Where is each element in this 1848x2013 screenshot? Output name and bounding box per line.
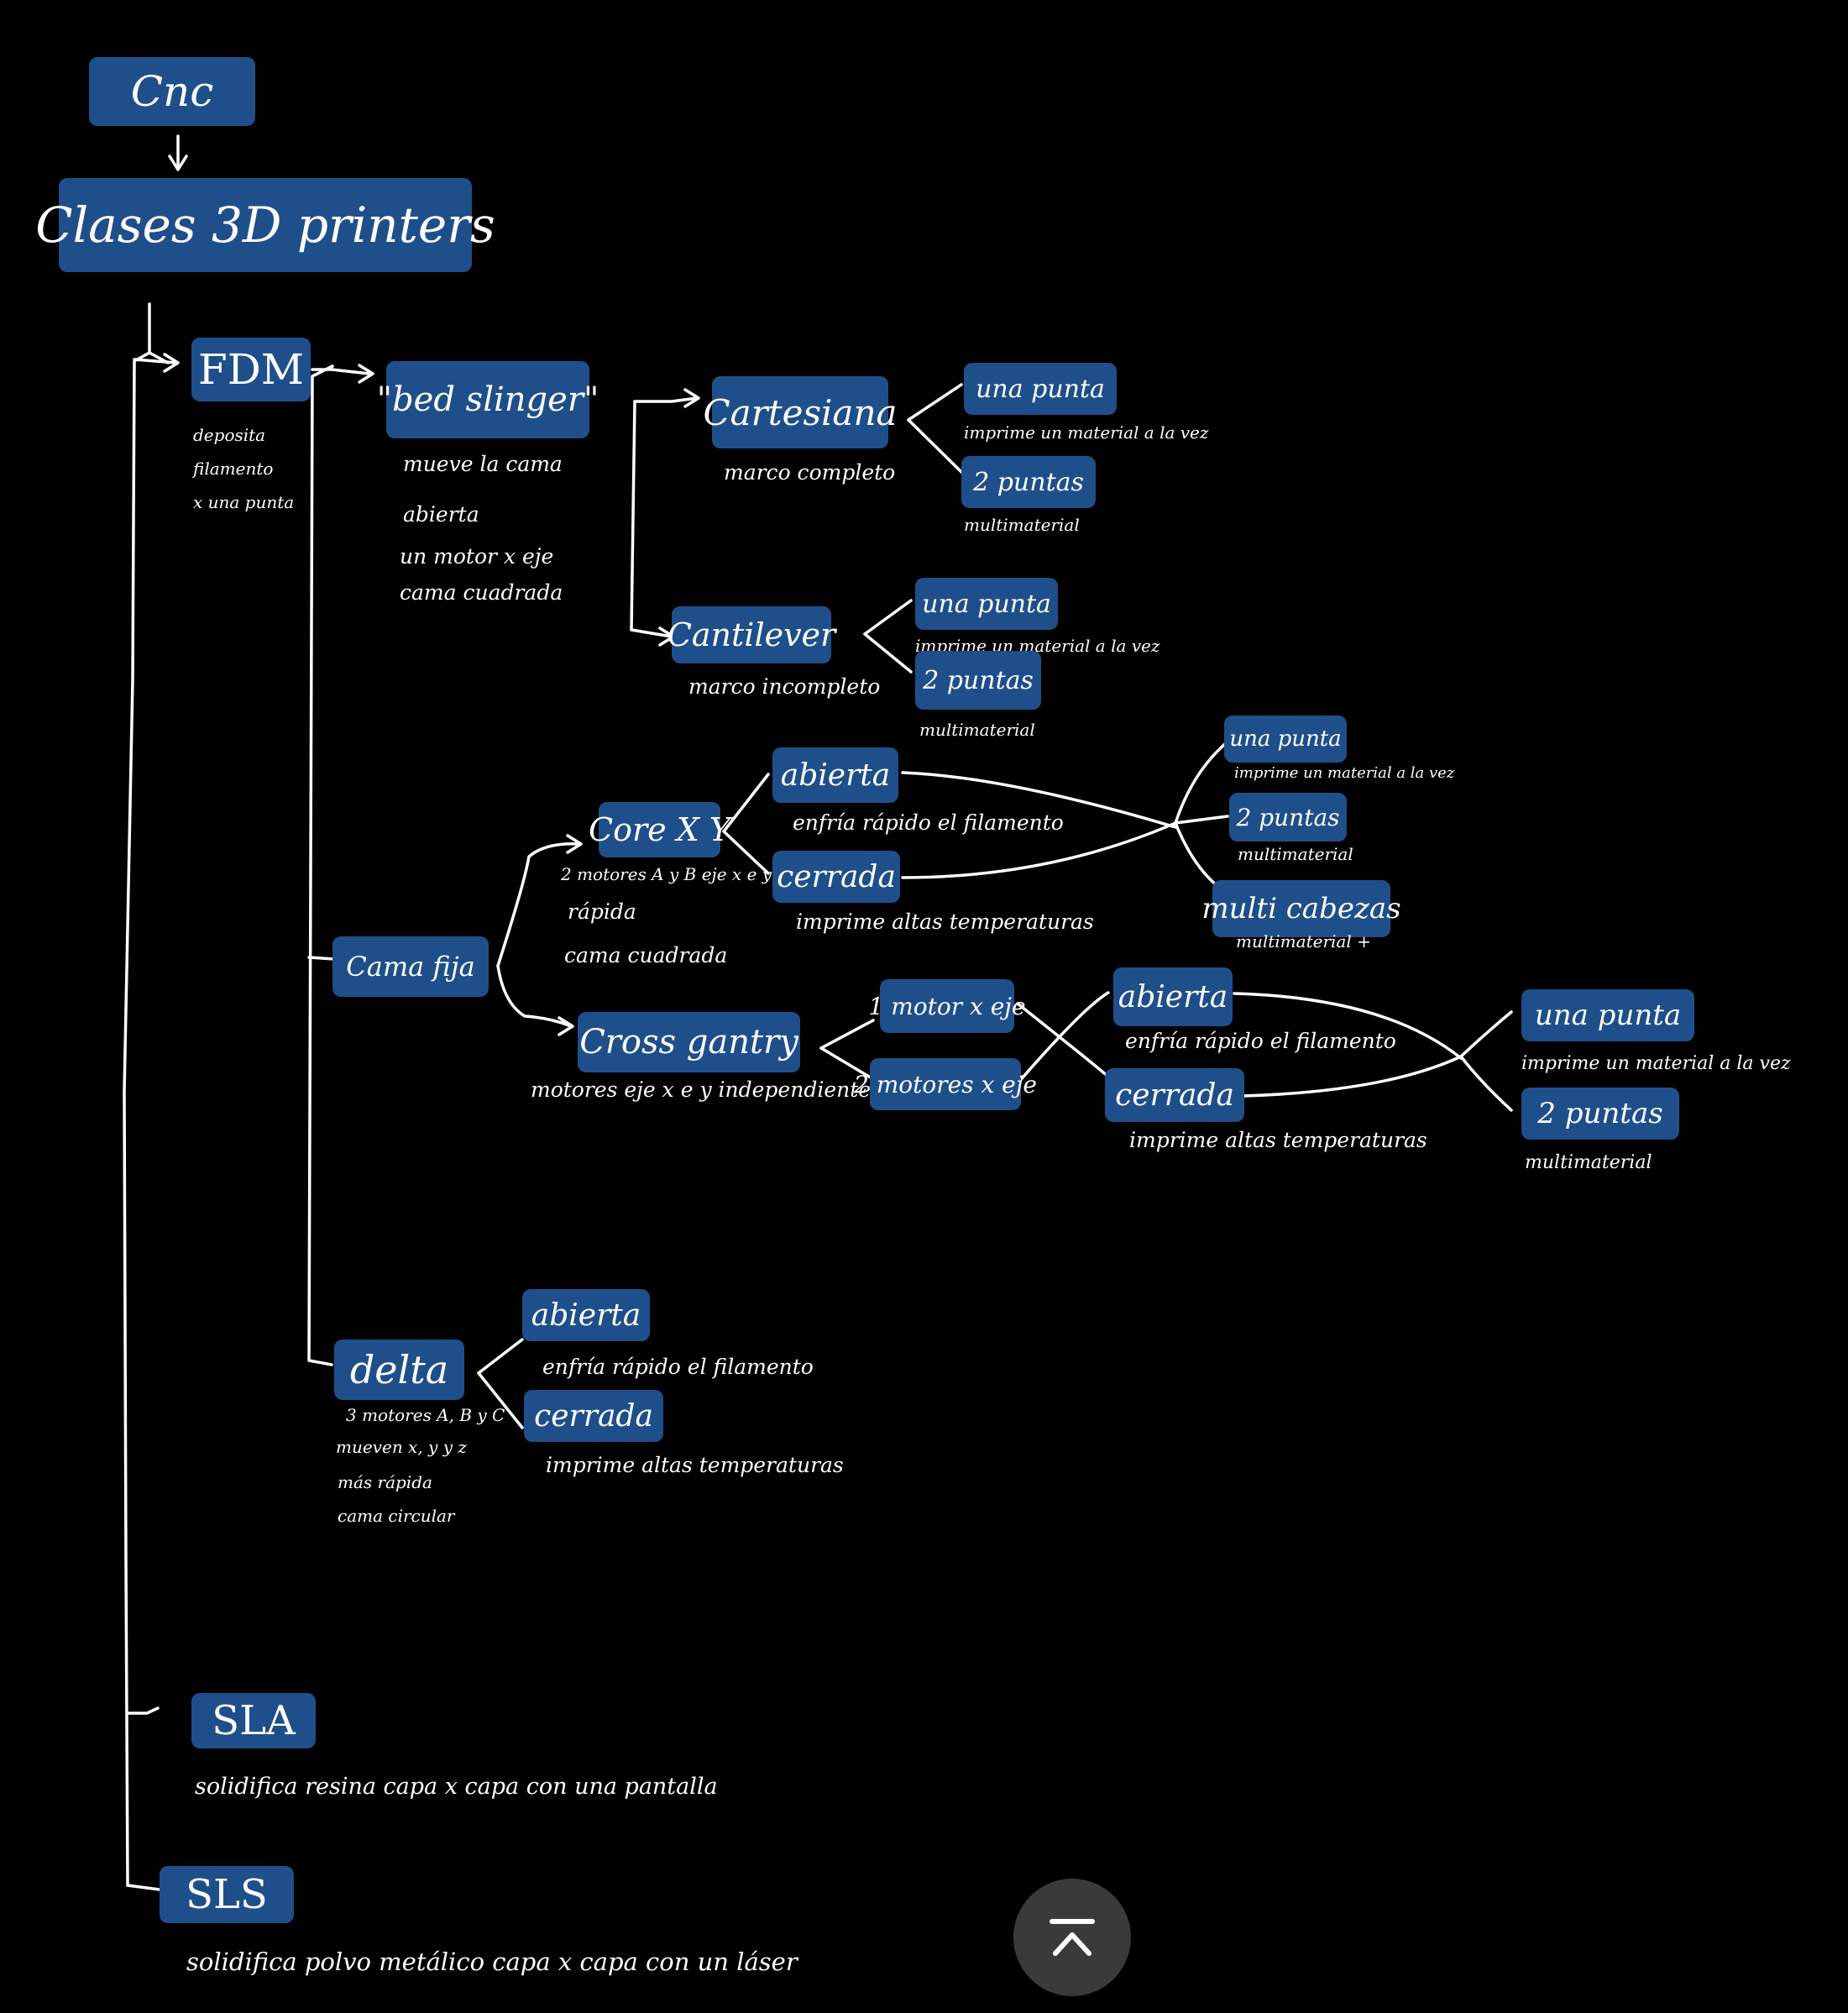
cartesiana-2-puntas-node: 2 puntas — [961, 456, 1096, 508]
core-xy-node: Core X Y — [589, 802, 730, 857]
sls-node: SLS — [160, 1866, 294, 1923]
scroll-to-top-button[interactable] — [1013, 1879, 1131, 1996]
cartesiana-una-punta-node: una punta — [964, 363, 1117, 415]
clases-3d-printers-node: Clases 3D printers — [35, 178, 495, 272]
gantry-una-punta-note: imprime un material a la vez — [1521, 1053, 1791, 1074]
2-motores-x-eje-node: 2 motores x eje — [854, 1058, 1037, 1110]
core-xy-2-puntas-note: multimaterial — [1238, 844, 1353, 864]
cnc-node: Cnc — [89, 57, 255, 126]
bed-slinger-note-3: un motor x eje — [400, 544, 554, 569]
core-xy-note-3: cama cuadrada — [564, 943, 728, 967]
fdm-note-3: x una punta — [193, 492, 295, 512]
multi-cabezas-node: multi cabezas — [1201, 880, 1401, 937]
delta-note-2: mueven x, y y z — [336, 1437, 467, 1457]
cama-fija-node: Cama fija — [332, 936, 489, 997]
cantilever-2-puntas-node: 2 puntas — [915, 651, 1041, 710]
core-xy-note-2: rápida — [568, 899, 636, 924]
delta-note-4: cama circular — [338, 1506, 455, 1526]
core-xy-abierta-note: enfría rápido el filamento — [793, 810, 1064, 835]
core-xy-cerrada-node: cerrada — [772, 851, 900, 903]
1-motor-x-eje-node: 1 motor x eje — [868, 979, 1026, 1033]
gantry-abierta-node: abierta — [1113, 967, 1233, 1026]
core-xy-una-punta-note: imprime un material a la vez — [1234, 764, 1455, 782]
cartesiana-node: Cartesiana — [703, 376, 898, 448]
cartesiana-una-punta-note: imprime un material a la vez — [964, 422, 1209, 443]
bed-slinger-note-1: mueve la cama — [403, 452, 563, 476]
sla-node: SLA — [191, 1693, 316, 1748]
fdm-node: FDM — [191, 338, 311, 401]
bed-slinger-node: "bed slinger" — [377, 361, 599, 438]
core-xy-note-1: 2 motores A y B eje x e y — [561, 864, 772, 884]
cross-gantry-node: Cross gantry — [578, 1012, 800, 1072]
bed-slinger-note-4: cama cuadrada — [400, 580, 563, 605]
delta-cerrada-node: cerrada — [524, 1390, 663, 1442]
cartesiana-2-puntas-note: multimaterial — [964, 515, 1080, 535]
cantilever-una-punta-node: una punta — [915, 578, 1058, 630]
delta-cerrada-note: imprime altas temperaturas — [546, 1453, 844, 1477]
core-xy-una-punta-node: una punta — [1224, 716, 1347, 763]
core-xy-cerrada-note: imprime altas temperaturas — [796, 910, 1094, 934]
chevron-up-icon — [1050, 1919, 1095, 1956]
bed-slinger-note-2: abierta — [403, 502, 479, 527]
cantilever-node: Cantilever — [667, 606, 835, 663]
sla-note: solidifica resina capa x capa con una pa… — [195, 1774, 718, 1800]
multi-cabezas-note: multimaterial + — [1236, 931, 1371, 951]
delta-node: delta — [334, 1339, 464, 1400]
cantilever-2-puntas-note: multimaterial — [919, 720, 1035, 740]
delta-note-1: 3 motores A, B y C — [346, 1405, 505, 1425]
gantry-2-puntas-note: multimaterial — [1525, 1152, 1652, 1173]
fdm-note-2: filamento — [193, 459, 274, 479]
core-xy-2-puntas-node: 2 puntas — [1229, 793, 1347, 841]
cartesiana-note: marco completo — [724, 460, 896, 485]
gantry-una-punta-node: una punta — [1521, 989, 1694, 1041]
gantry-cerrada-node: cerrada — [1105, 1068, 1244, 1122]
delta-abierta-node: abierta — [522, 1289, 650, 1341]
gantry-abierta-note: enfría rápido el filamento — [1125, 1029, 1396, 1053]
sls-note: solidifica polvo metálico capa x capa co… — [186, 1947, 798, 1976]
gantry-cerrada-note: imprime altas temperaturas — [1129, 1128, 1427, 1152]
delta-abierta-note: enfría rápido el filamento — [542, 1355, 814, 1379]
cantilever-note: marco incompleto — [688, 674, 881, 699]
fdm-note-1: deposita — [193, 425, 266, 445]
delta-note-3: más rápida — [338, 1472, 432, 1492]
gantry-2-puntas-node: 2 puntas — [1521, 1088, 1679, 1140]
core-xy-abierta-node: abierta — [772, 747, 898, 803]
cross-gantry-note: motores eje x e y independientes — [531, 1077, 882, 1102]
